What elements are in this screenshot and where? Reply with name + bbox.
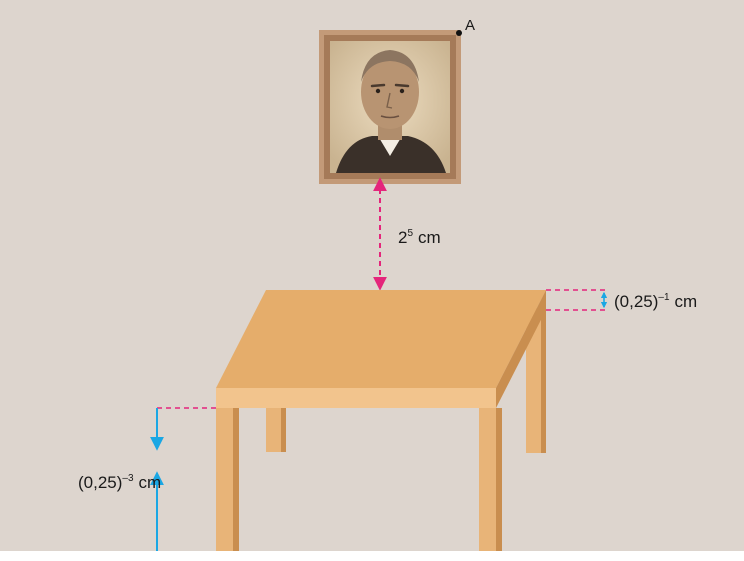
height-marker xyxy=(150,407,216,551)
bottom-margin xyxy=(0,551,744,561)
table-back-legs xyxy=(266,308,546,453)
portrait-frame xyxy=(319,30,461,184)
thickness-marker xyxy=(546,289,608,311)
table-top-side xyxy=(496,290,546,408)
point-a-dot xyxy=(456,30,462,36)
table-apron xyxy=(216,388,496,408)
table-front-legs xyxy=(216,408,502,551)
table-top xyxy=(216,290,546,388)
point-a-label: A xyxy=(465,17,475,34)
